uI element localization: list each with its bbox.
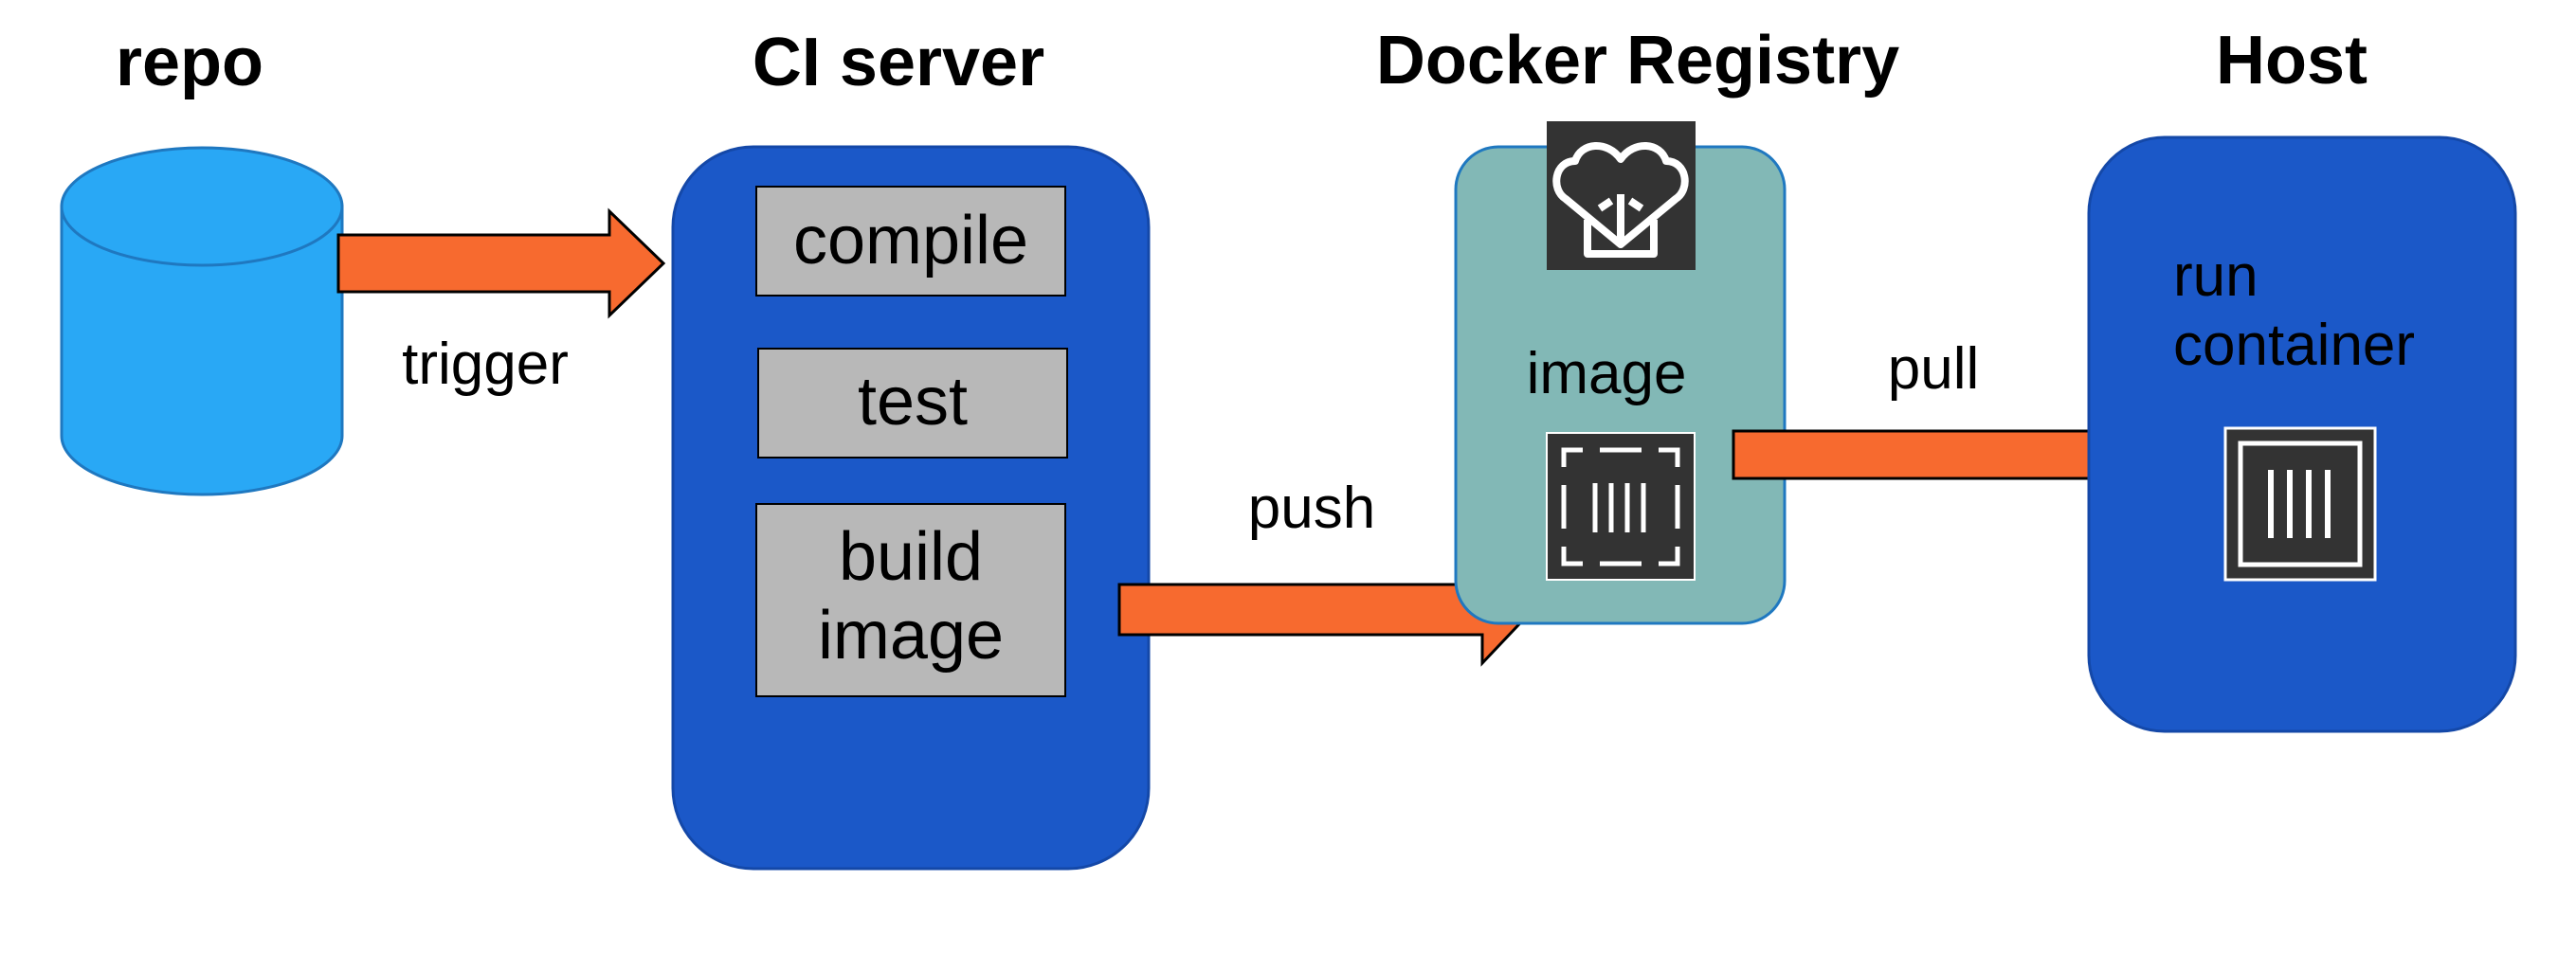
- container-icon: [2223, 426, 2377, 582]
- compile-step-label: compile: [793, 203, 1028, 279]
- docker-registry-icon: [1547, 121, 1696, 270]
- repo-heading: repo: [116, 25, 263, 100]
- compile-step-box: [755, 186, 1066, 297]
- ci-server-heading: CI server: [753, 25, 1044, 100]
- build-image-step-label-line2: image: [818, 598, 1004, 674]
- build-image-step-label-line1: build: [839, 519, 983, 595]
- pull-arrow: [1732, 402, 2147, 508]
- run-container-label-line1: run: [2173, 243, 2259, 309]
- repo-cylinder-body: [60, 205, 344, 496]
- host-heading: Host: [2216, 23, 2367, 99]
- registry-image-label: image: [1527, 341, 1687, 406]
- run-container-label-line2: container: [2173, 313, 2415, 378]
- push-label: push: [1248, 476, 1375, 541]
- pull-label: pull: [1888, 336, 1980, 402]
- trigger-arrow: [336, 207, 666, 319]
- container-image-icon: [1546, 432, 1696, 581]
- test-step-box: [757, 348, 1068, 459]
- test-step-label: test: [858, 364, 968, 440]
- build-image-step-box: [755, 503, 1066, 697]
- docker-registry-heading: Docker Registry: [1376, 23, 1899, 99]
- repo-cylinder-top: [60, 146, 344, 267]
- trigger-label: trigger: [402, 332, 569, 397]
- repo-cylinder: [60, 146, 344, 496]
